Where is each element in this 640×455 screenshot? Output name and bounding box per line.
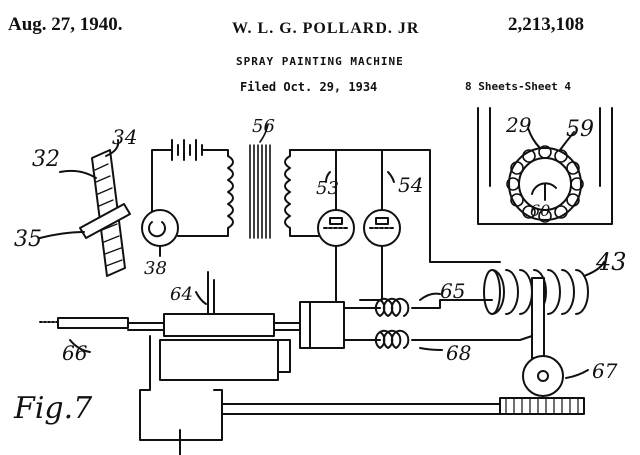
filing-date: Filed Oct. 29, 1934: [240, 80, 378, 94]
sheet-count: 8 Sheets-Sheet 4: [465, 80, 571, 93]
secondary-circuit: [284, 149, 501, 319]
valve-coils: [299, 292, 533, 351]
patent-number: 2,213,108: [508, 14, 584, 35]
ref-34: 34: [112, 125, 137, 149]
figure-label: Fig.7: [13, 391, 93, 426]
transformer-core: [249, 123, 271, 239]
ref-43: 43: [595, 248, 627, 276]
gear-wheel-67: [499, 355, 589, 415]
photo-cell-plate: [39, 139, 131, 277]
ref-35: 35: [14, 227, 42, 252]
ref-67: 67: [592, 359, 618, 383]
primary-circuit: [141, 139, 234, 257]
ref-56: 56: [252, 116, 275, 137]
ref-59: 59: [566, 117, 594, 142]
ref-64: 64: [170, 284, 193, 305]
commutator-box: [477, 107, 613, 225]
ref-32: 32: [32, 147, 60, 172]
ref-54: 54: [398, 173, 423, 197]
ref-53: 53: [316, 178, 339, 199]
ref-29: 29: [505, 113, 532, 137]
reference-numerals: 32 34 35 38 56 53 54 29 59 60 43 64 65 6…: [13, 113, 627, 426]
inventor-name: W. L. G. POLLARD. JR: [232, 20, 420, 37]
patent-date: Aug. 27, 1940.: [8, 14, 123, 35]
ref-68: 68: [446, 341, 471, 365]
ref-60: 60: [530, 201, 550, 220]
ref-66: 66: [62, 341, 88, 365]
solenoid-43: [483, 261, 605, 359]
spray-mechanism: [39, 271, 501, 455]
ref-65: 65: [440, 279, 465, 303]
ref-38: 38: [144, 258, 167, 279]
patent-title: SPRAY PAINTING MACHINE: [236, 55, 404, 68]
